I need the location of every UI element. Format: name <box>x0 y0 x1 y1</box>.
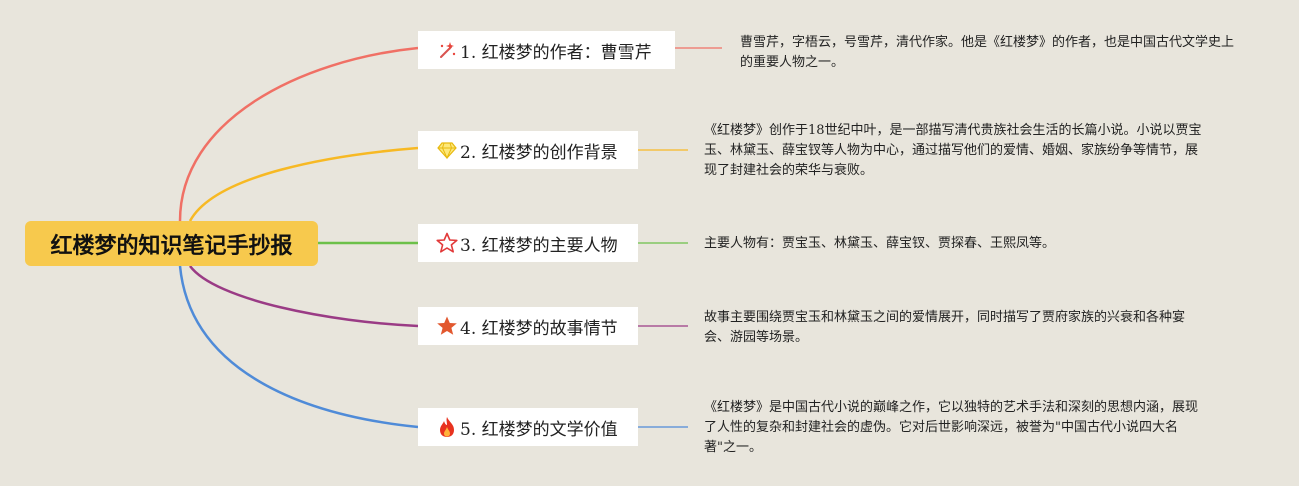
branch-5-node[interactable]: 5. 红楼梦的文学价值 <box>418 408 638 446</box>
branch-3-label: 3. 红楼梦的主要人物 <box>460 235 618 256</box>
branch-4-description: 故事主要围绕贾宝玉和林黛玉之间的爱情展开，同时描写了贾府家族的兴衰和各种宴会、游… <box>704 310 1186 345</box>
star-outline-icon <box>436 232 458 254</box>
branch-1-curve <box>178 46 419 222</box>
diamond-icon <box>436 139 458 161</box>
branch-1-description: 曹雪芹，字梧云，号雪芹，清代作家。他是《红楼梦》的作者，也是中国古代文学史上的重… <box>740 35 1235 70</box>
central-topic[interactable]: 红楼梦的知识笔记手抄报 <box>25 221 318 266</box>
branch-2-node[interactable]: 2. 红楼梦的创作背景 <box>418 131 638 169</box>
star-icon <box>436 315 458 337</box>
branch-4-label: 4. 红楼梦的故事情节 <box>460 318 618 339</box>
fire-icon <box>436 416 458 438</box>
branch-4-node[interactable]: 4. 红楼梦的故事情节 <box>418 307 638 345</box>
branch-4-curve <box>188 265 419 328</box>
branch-3-description: 主要人物有：贾宝玉、林黛玉、薛宝钗、贾探春、王熙凤等。 <box>704 236 1056 251</box>
branch-3-node[interactable]: 3. 红楼梦的主要人物 <box>418 224 638 262</box>
branch-5-curve <box>178 265 419 429</box>
branch-1-label: 1. 红楼梦的作者：曹雪芹 <box>460 42 652 63</box>
branch-2-description: 《红楼梦》创作于18世纪中叶，是一部描写清代贵族社会生活的长篇小说。小说以贾宝玉… <box>704 123 1202 178</box>
branch-5-description: 《红楼梦》是中国古代小说的巅峰之作，它以独特的艺术手法和深刻的思想内涵，展现了人… <box>704 400 1199 455</box>
branch-1-node[interactable]: 1. 红楼梦的作者：曹雪芹 <box>418 31 675 69</box>
magic-wand-icon <box>436 39 458 61</box>
branch-5-label: 5. 红楼梦的文学价值 <box>460 419 618 440</box>
branch-2-curve <box>188 146 419 222</box>
branch-2-label: 2. 红楼梦的创作背景 <box>460 142 618 163</box>
